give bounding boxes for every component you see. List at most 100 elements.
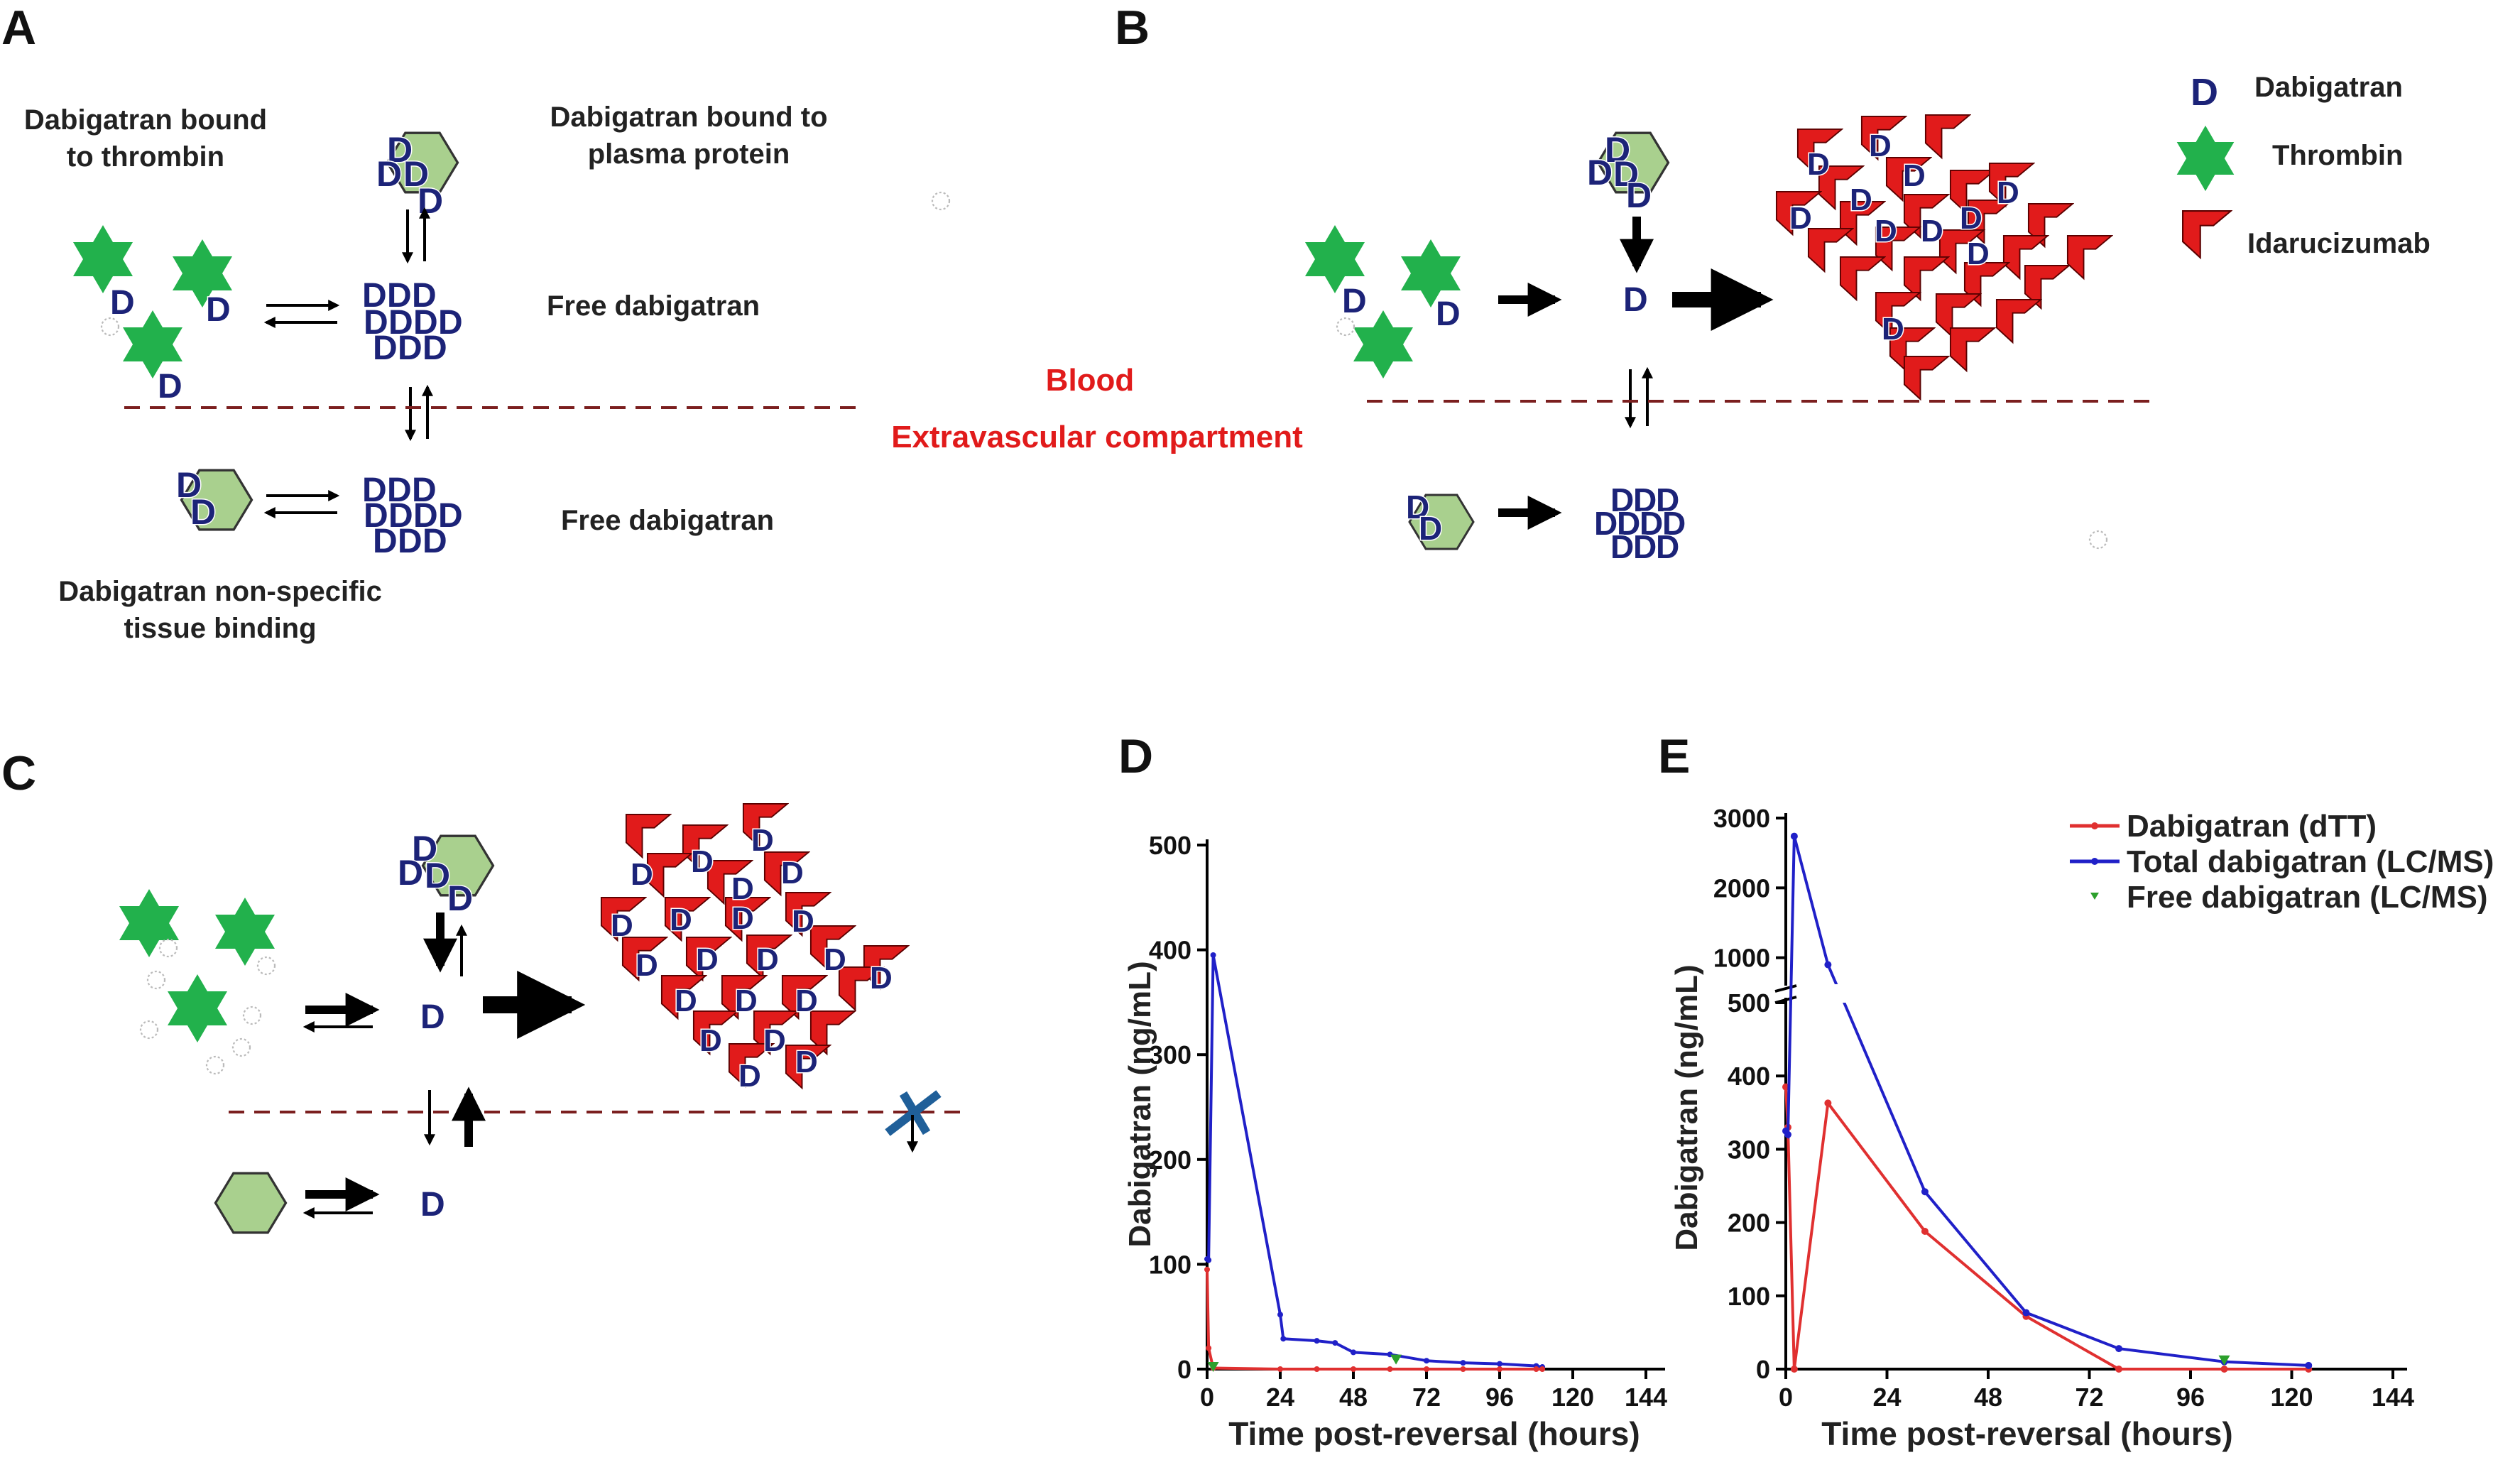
svg-text:D: D (1610, 481, 1634, 518)
svg-text:D: D (691, 844, 714, 879)
data-point (1390, 1354, 1402, 1365)
tissue-protein-icon (214, 1172, 288, 1234)
dabigatran-icon: D (1613, 154, 1639, 194)
thrombin-star-icon (73, 225, 133, 293)
data-point (1207, 1362, 1219, 1372)
x-tick-label: 120 (1551, 1383, 1594, 1412)
thrombin-star-icon (1353, 310, 1413, 378)
legend-swatch-free (2090, 893, 2099, 900)
svg-text:D: D (1594, 505, 1618, 542)
svg-text:D: D (1640, 505, 1663, 542)
x-tick-label: 48 (1339, 1383, 1368, 1412)
svg-text:D: D (1903, 158, 1926, 193)
data-point (1314, 1366, 1320, 1372)
dabigatran-icon: D (1406, 489, 1429, 525)
svg-text:D: D (751, 823, 774, 858)
dabigatran-icon: D (1623, 281, 1648, 319)
y-tick-label: 1000 (1713, 944, 1770, 973)
y-tick-label: 3000 (1713, 804, 1770, 833)
empty-site-icon (205, 1055, 225, 1075)
axis-break-gap (1828, 984, 1914, 1003)
svg-text:D: D (1656, 528, 1679, 565)
data-point (2115, 1366, 2123, 1373)
dabigatran-icon: D (1436, 295, 1461, 333)
y-tick-label: 100 (1149, 1250, 1191, 1279)
panel-a: A Dabigatran bound to thrombin Dabigatra… (1, 1, 951, 644)
empty-site-icon (139, 1020, 159, 1040)
legend-label-total: Total dabigatran (LC/MS) (2127, 844, 2494, 879)
svg-text:D: D (373, 523, 398, 560)
svg-text:D: D (1960, 201, 1982, 236)
svg-text:D: D (1875, 214, 1897, 249)
y-tick-label: 400 (1728, 1062, 1770, 1091)
y-tick-label: 200 (1728, 1209, 1770, 1238)
dabigatran-icon: D (420, 998, 445, 1036)
svg-text:D: D (422, 523, 447, 560)
empty-site-icon (1336, 317, 1356, 337)
svg-text:D: D (696, 942, 719, 977)
svg-text:D: D (398, 329, 422, 367)
legend-thrombin-icon (2176, 125, 2235, 192)
y-tick-label: 500 (1728, 988, 1770, 1018)
chart-e-series (1782, 832, 2313, 1373)
svg-text:D: D (1967, 236, 1990, 271)
dabigatran-icon: D (403, 154, 429, 194)
data-point (1539, 1366, 1546, 1372)
svg-text:D: D (1656, 481, 1679, 518)
dabigatran-icon: D (447, 878, 473, 918)
dabigatran-icon: D (1626, 175, 1652, 215)
data-point (1210, 952, 1216, 958)
x-tick-label: 120 (2270, 1383, 2313, 1412)
blocked-transport-icon (885, 1090, 942, 1153)
svg-text:D: D (1610, 528, 1634, 565)
svg-text:D: D (670, 903, 692, 937)
x-tick-label: 72 (1412, 1383, 1441, 1412)
x-tick-label: 24 (1266, 1383, 1294, 1412)
svg-text:D: D (412, 277, 437, 315)
empty-site-icon (256, 956, 276, 976)
data-point (1824, 1099, 1832, 1107)
data-point (1277, 1312, 1283, 1318)
thrombin-star-icon (168, 974, 227, 1042)
svg-text:D: D (364, 497, 388, 535)
data-point (1332, 1340, 1338, 1346)
data-point (1824, 961, 1832, 969)
empty-site-icon (242, 1006, 262, 1025)
dabigatran-icon: D (1605, 130, 1630, 170)
panel-label-a: A (1, 1, 36, 55)
data-point (2218, 1355, 2230, 1366)
svg-text:D: D (1633, 481, 1657, 518)
svg-text:D: D (1807, 147, 1830, 182)
data-point (1277, 1366, 1283, 1372)
dabigatran-icon: D (110, 284, 135, 322)
x-tick-label: 96 (1485, 1383, 1514, 1412)
data-point (1204, 1266, 1210, 1273)
svg-text:D: D (731, 871, 754, 906)
empty-site-icon (2088, 530, 2108, 550)
svg-text:D: D (781, 856, 804, 890)
thrombin-star-icon (119, 889, 179, 957)
empty-site-icon (146, 970, 166, 990)
data-point (2115, 1345, 2123, 1353)
svg-text:D: D (1921, 214, 1943, 249)
dabigatran-icon: D (387, 130, 413, 170)
data-point (1424, 1366, 1429, 1372)
thrombin-star-icon (215, 898, 275, 966)
svg-text:D: D (438, 304, 463, 342)
panel-label-e: E (1658, 729, 1690, 783)
svg-text:D: D (731, 901, 754, 936)
svg-text:D: D (611, 908, 633, 943)
label-free-dabigatran-top: Free dabigatran (547, 290, 760, 322)
svg-text:D: D (362, 472, 387, 509)
svg-text:D: D (738, 1059, 761, 1094)
legend-symbols: D Dabigatran Thrombin Idarucizumab (2176, 70, 2431, 259)
